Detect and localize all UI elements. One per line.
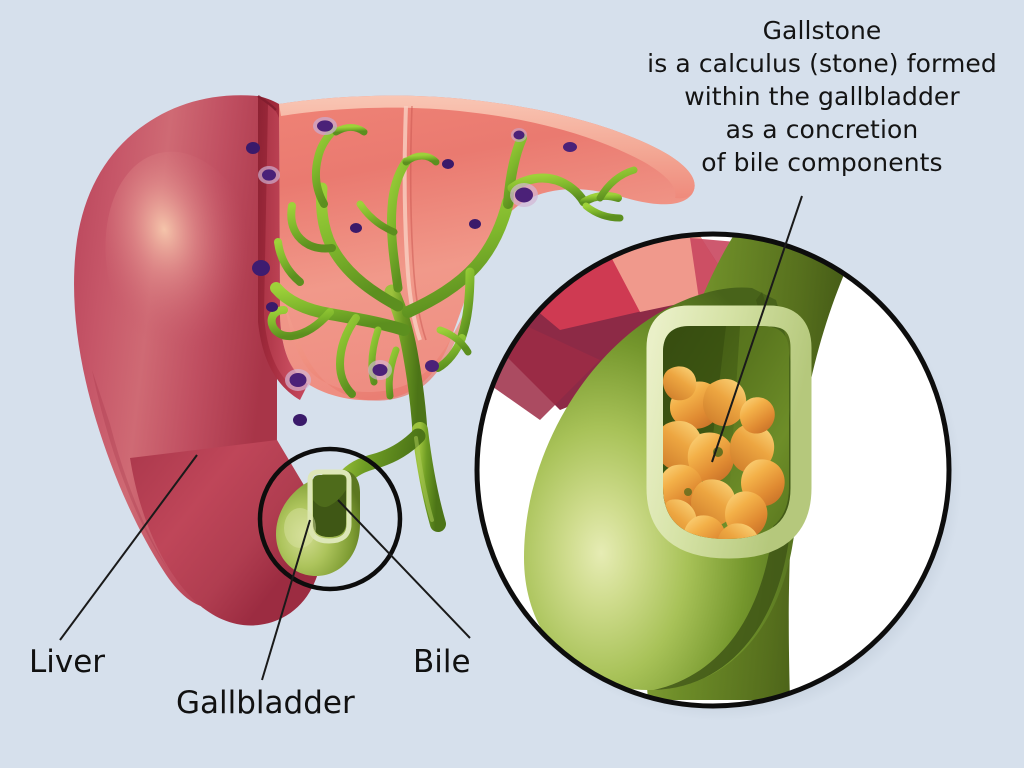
leader-line-liver [59, 454, 198, 641]
leader-line-gallstone [711, 195, 803, 463]
gallstone [663, 366, 697, 401]
liver-fissure-line-shadow [409, 105, 427, 341]
biliary-branch-left-curl [267, 306, 334, 341]
vessel-dot [425, 360, 439, 372]
vessel-dot [258, 166, 280, 184]
biliary-branch-left-sub2 [312, 126, 338, 208]
gallbladder-magnified [524, 234, 862, 700]
liver-vessel-dots [246, 117, 577, 426]
leader-line-gallbladder [261, 519, 311, 681]
vessel-dot [442, 159, 454, 169]
biliary-branch-right-curl [596, 166, 638, 202]
biliary-branch-center-left [356, 200, 398, 236]
biliary-branch-left-mid [274, 238, 304, 286]
vessel-dot [313, 117, 337, 135]
biliary-branch-left-tip [332, 124, 368, 136]
caption-line-2: is a calculus (stone) formed [647, 49, 997, 78]
vessel-dot [350, 223, 362, 233]
biliary-branch-right-fork1 [507, 173, 589, 207]
leader-lines-left [59, 454, 471, 681]
gallbladder-small-lumen-shade [313, 490, 346, 537]
gallstone [683, 515, 726, 539]
gallstone [717, 523, 760, 539]
biliary-branch-center-curl [402, 152, 440, 166]
leader-line-bile [337, 499, 471, 639]
gallbladder-small [276, 469, 360, 576]
gallstone [691, 479, 736, 527]
biliary-branch-center-up [386, 157, 411, 293]
liver-fissure-line [402, 105, 422, 341]
biliary-branch-left-low1 [336, 314, 360, 398]
vessel-dot [368, 360, 392, 380]
caption-line-5: of bile components [701, 148, 943, 177]
magnifier-circle-small [257, 446, 403, 592]
biliary-branch-right-low [436, 326, 472, 356]
vessel-dot [293, 414, 307, 426]
caption-line-3: within the gallbladder [684, 82, 960, 111]
liver-top-rim [279, 95, 695, 199]
magnifier-contents [477, 234, 862, 700]
label-bile: Bile [413, 644, 471, 680]
vessel-dot [246, 142, 260, 154]
vessel-dot [285, 369, 311, 391]
liver-crease-outline [257, 95, 277, 111]
label-gallbladder: Gallbladder [176, 685, 355, 721]
caption-line-1: Gallstone [762, 16, 882, 45]
gallbladder-magnified-window-rim [646, 305, 812, 559]
biliary-branch-right-mid [457, 267, 475, 341]
biliary-branch-right-fork3 [582, 202, 624, 222]
label-liver: Liver [29, 644, 106, 680]
vessel-dot [510, 183, 538, 207]
duct-highlight [414, 436, 434, 522]
vessel-dot [469, 219, 481, 229]
biliary-branch-left-sub1 [287, 202, 336, 253]
magnifier-circle-large [474, 231, 952, 709]
liver-organ [74, 95, 695, 626]
gallstone [739, 397, 775, 434]
biliary-branch-right-main [402, 196, 514, 318]
vessel-dot [266, 302, 278, 312]
liver-left-lobe-highlight [105, 151, 267, 385]
biliary-branch-left-upper [316, 182, 404, 312]
liver-cut-face-lower-tint [284, 300, 470, 401]
gallstone-caption: Gallstone is a calculus (stone) formed w… [628, 14, 1016, 179]
vessel-dot [252, 260, 270, 276]
gallbladder-small-highlight [284, 508, 316, 548]
caption-line-4: as a concretion [725, 115, 919, 144]
vessel-dot [511, 128, 527, 142]
gallbladder-small-window-rim [307, 469, 352, 544]
gallstone [687, 432, 735, 483]
liver-inferior-lobe [130, 440, 324, 626]
biliary-branch-right-up [503, 133, 527, 209]
vessel-dot [563, 142, 577, 152]
